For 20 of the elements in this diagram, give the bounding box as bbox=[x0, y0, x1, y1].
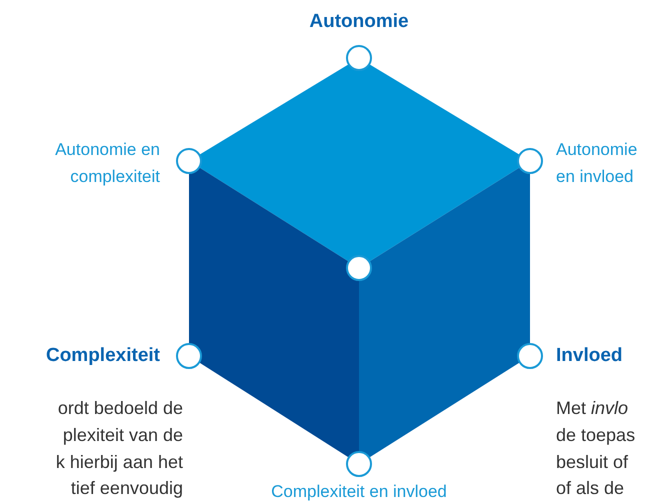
vertex-circle bbox=[346, 45, 372, 71]
vertex-circle bbox=[176, 148, 202, 174]
vertex-label: Autonomie en complexiteit bbox=[54, 139, 160, 188]
vertex-circle bbox=[176, 343, 202, 369]
vertex-circle bbox=[517, 343, 543, 369]
vertex-label: Complexiteit en invloed bbox=[270, 481, 448, 503]
vertex-circle bbox=[346, 451, 372, 477]
paragraph-line: tief eenvoudig bbox=[70, 477, 183, 500]
vertex-circle bbox=[517, 148, 543, 174]
paragraph-line: Met invlo bbox=[556, 397, 628, 420]
dimension-heading: Complexiteit bbox=[44, 344, 160, 368]
paragraph-line: of als de bbox=[556, 477, 624, 500]
dimension-heading: Invloed bbox=[556, 344, 624, 368]
vertex-label: Autonomie en invloed bbox=[556, 139, 638, 188]
dimension-heading: Autonomie bbox=[308, 10, 410, 34]
paragraph-line: k hierbij aan het bbox=[56, 451, 183, 474]
paragraph-line: de toepas bbox=[556, 424, 636, 447]
paragraph-line: plexiteit van de bbox=[62, 424, 183, 447]
paragraph-line: besluit of bbox=[556, 451, 628, 474]
paragraph-line: ordt bedoeld de bbox=[58, 397, 183, 420]
